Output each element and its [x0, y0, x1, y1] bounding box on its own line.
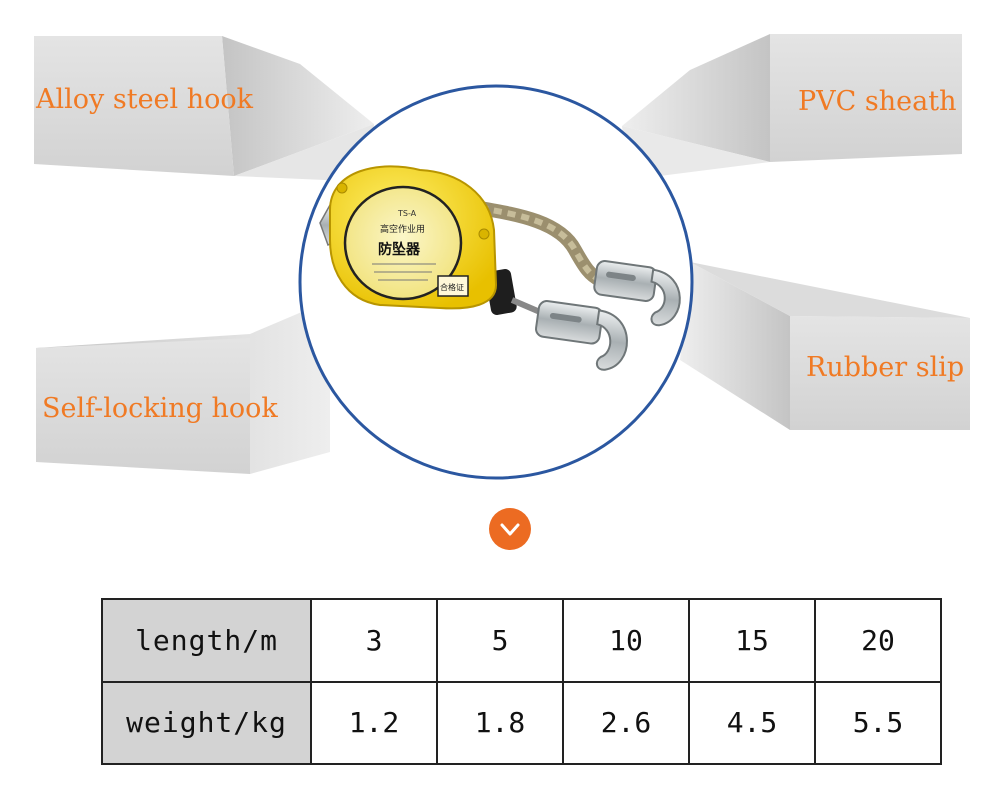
table-row-weight: weight/kg 1.2 1.8 2.6 4.5 5.5 — [101, 680, 942, 765]
table-cell: 2.6 — [562, 680, 690, 765]
table-cell: 10 — [562, 598, 690, 683]
chevron-down-icon — [500, 523, 520, 536]
table-cell: 20 — [814, 598, 942, 683]
device-usage-text: 高空作业用 — [380, 223, 425, 235]
label-alloy-steel-hook: Alloy steel hook — [36, 84, 254, 115]
table-row-length: length/m 3 5 10 15 20 — [101, 598, 942, 683]
callout-block-bottom-left — [36, 300, 330, 474]
callout-block-bottom-right — [680, 262, 970, 430]
table-cell: 5.5 — [814, 680, 942, 765]
label-self-locking-hook: Self-locking hook — [42, 393, 278, 424]
table-cell: 15 — [688, 598, 816, 683]
row-header-length: length/m — [101, 598, 312, 683]
callout-block-top-right — [622, 34, 962, 180]
product-illustration: TS-A 高空作业用 防坠器 合格证 Alloy steel hook PVC … — [34, 34, 970, 480]
device-model-text: TS-A — [397, 209, 417, 218]
product-diagram: TS-A 高空作业用 防坠器 合格证 — [34, 34, 970, 480]
device-name-text: 防坠器 — [378, 241, 421, 258]
table-cell: 1.8 — [436, 680, 564, 765]
table-cell: 4.5 — [688, 680, 816, 765]
fall-arrester-image: TS-A 高空作业用 防坠器 合格证 — [319, 165, 681, 371]
table-cell: 3 — [310, 598, 438, 683]
scroll-down-button[interactable] — [489, 508, 531, 550]
label-rubber-slip: Rubber slip — [806, 352, 965, 383]
table-cell: 5 — [436, 598, 564, 683]
cert-badge-text: 合格证 — [440, 282, 464, 292]
label-pvc-sheath: PVC sheath — [798, 86, 957, 117]
spec-table: length/m 3 5 10 15 20 weight/kg 1.2 1.8 … — [101, 598, 942, 765]
row-header-weight: weight/kg — [101, 680, 312, 765]
table-cell: 1.2 — [310, 680, 438, 765]
